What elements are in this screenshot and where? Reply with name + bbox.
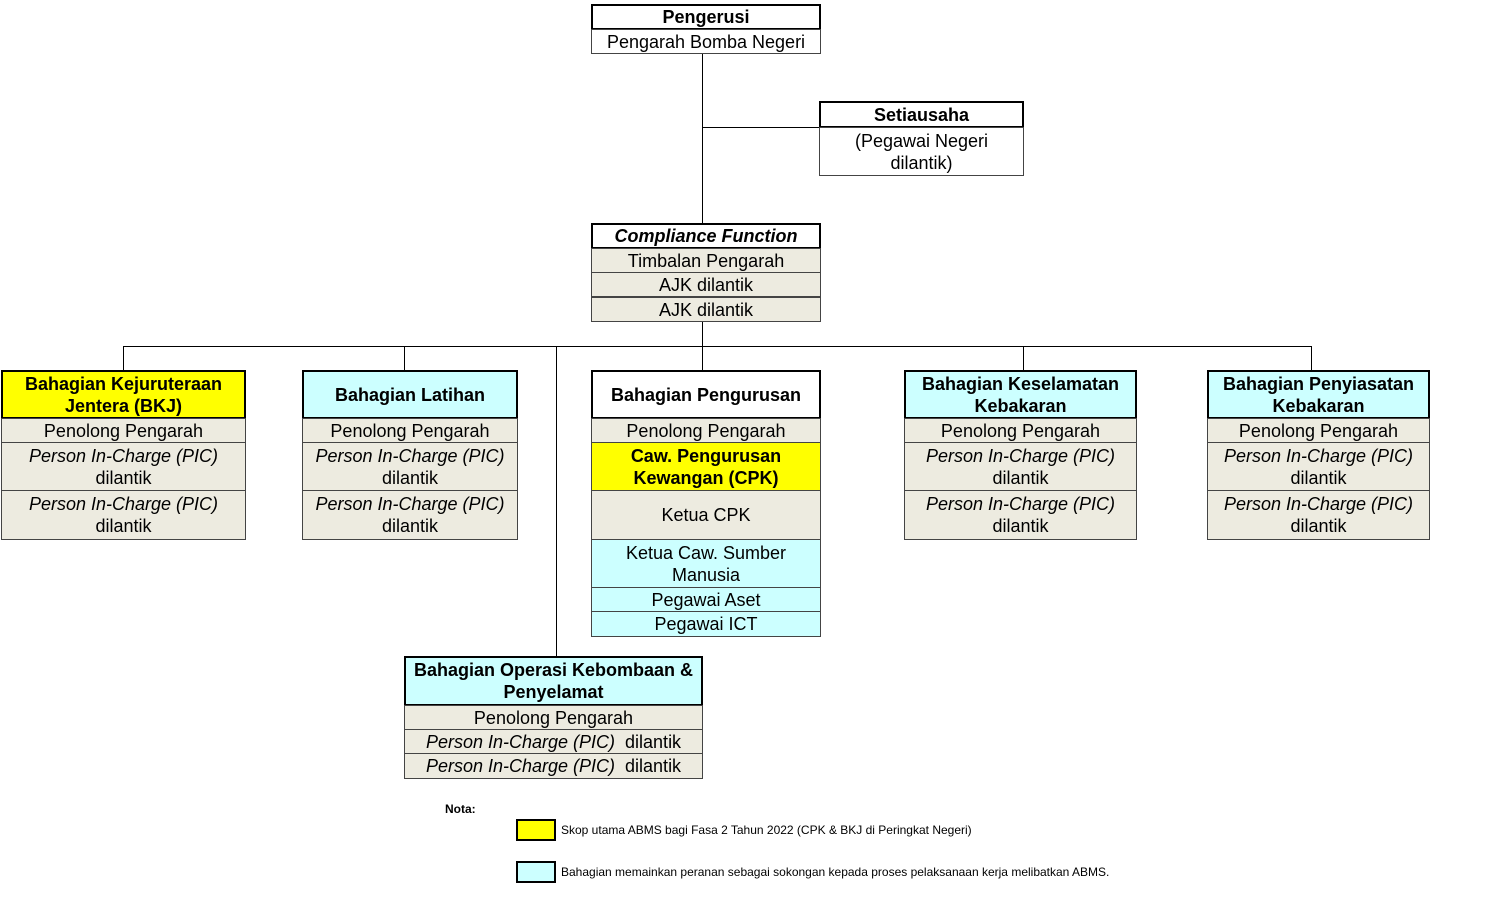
secretary-desc: (Pegawai Negeri dilantik) — [819, 127, 1024, 176]
legend-cyan-text: Bahagian memainkan peranan sebagai sokon… — [561, 865, 1110, 879]
pengurusan-title: Bahagian Pengurusan — [591, 370, 821, 419]
chair-name: Pengarah Bomba Negeri — [591, 29, 821, 54]
dilantik-label: dilantik — [381, 467, 439, 488]
bkj-row-penolong: Penolong Pengarah — [1, 418, 246, 443]
pic-label: Person In-Charge (PIC) — [315, 494, 505, 514]
operasi-title: Bahagian Operasi Kebombaan & Penyelamat — [404, 656, 703, 706]
keselamatan-row-pic-1: Person In-Charge (PIC) dilantik — [904, 442, 1137, 491]
dilantik-label: dilantik — [992, 467, 1049, 488]
connector-keselamatan — [1023, 346, 1024, 371]
dilantik-label: dilantik — [625, 731, 682, 752]
keselamatan-title: Bahagian Keselamatan Kebakaran — [904, 370, 1137, 419]
legend-cyan-swatch — [516, 861, 556, 883]
compliance-title: Compliance Function — [591, 223, 821, 249]
nota-label: Nota: — [445, 802, 476, 816]
penyiasatan-row-pic-2: Person In-Charge (PIC) dilantik — [1207, 490, 1430, 540]
connector-compliance-down — [702, 322, 703, 372]
compliance-row-2: AJK dilantik — [591, 272, 821, 297]
operasi-row-penolong: Penolong Pengarah — [404, 705, 703, 730]
latihan-row-pic-2: Person In-Charge (PIC) dilantik — [302, 490, 518, 540]
penyiasatan-row-penolong: Penolong Pengarah — [1207, 418, 1430, 443]
bkj-row-pic-2: Person In-Charge (PIC) dilantik — [1, 490, 246, 540]
pengurusan-row-cpk: Caw. Pengurusan Kewangan (CPK) — [591, 442, 821, 491]
pengurusan-row-ketua-sm: Ketua Caw. Sumber Manusia — [591, 539, 821, 588]
legend-yellow-swatch — [516, 819, 556, 841]
connector-to-secretary — [702, 127, 820, 128]
pic-label: Person In-Charge (PIC) — [28, 494, 219, 514]
penyiasatan-row-pic-1: Person In-Charge (PIC) dilantik — [1207, 442, 1430, 491]
latihan-title: Bahagian Latihan — [302, 370, 518, 419]
dilantik-label: dilantik — [381, 516, 439, 536]
bkj-row-pic-1: Person In-Charge (PIC) dilantik — [1, 442, 246, 491]
keselamatan-row-penolong: Penolong Pengarah — [904, 418, 1137, 443]
connector-chair-to-compliance — [702, 53, 703, 224]
bkj-title: Bahagian Kejuruteraan Jentera (BKJ) — [1, 370, 246, 419]
chair-title: Pengerusi — [591, 4, 821, 30]
pengurusan-row-aset: Pegawai Aset — [591, 587, 821, 612]
pengurusan-row-penolong: Penolong Pengarah — [591, 418, 821, 443]
pic-label: Person In-Charge (PIC) — [925, 494, 1116, 514]
pic-label: Person In-Charge (PIC) — [28, 445, 219, 466]
pic-label: Person In-Charge (PIC) — [425, 756, 616, 776]
dilantik-label: dilantik — [1290, 516, 1347, 536]
pic-label: Person In-Charge (PIC) — [925, 445, 1116, 466]
connector-penyiasatan — [1311, 346, 1312, 371]
operasi-row-pic-1: Person In-Charge (PIC) dilantik — [404, 729, 703, 754]
dilantik-label: dilantik — [95, 516, 152, 536]
pengurusan-row-ketua-cpk: Ketua CPK — [591, 490, 821, 540]
penyiasatan-title: Bahagian Penyiasatan Kebakaran — [1207, 370, 1430, 419]
secretary-title: Setiausaha — [819, 101, 1024, 128]
legend-yellow-text: Skop utama ABMS bagi Fasa 2 Tahun 2022 (… — [561, 823, 972, 837]
connector-horizontal-bus — [123, 346, 1312, 347]
latihan-row-pic-1: Person In-Charge (PIC) dilantik — [302, 442, 518, 491]
pic-label: Person In-Charge (PIC) — [315, 445, 505, 466]
latihan-row-penolong: Penolong Pengarah — [302, 418, 518, 443]
compliance-row-3: AJK dilantik — [591, 297, 821, 322]
connector-bkj — [123, 346, 124, 371]
pic-label: Person In-Charge (PIC) — [1223, 494, 1414, 514]
pengurusan-row-ict: Pegawai ICT — [591, 611, 821, 637]
operasi-row-pic-2: Person In-Charge (PIC) dilantik — [404, 753, 703, 779]
dilantik-label: dilantik — [992, 516, 1049, 536]
pic-label: Person In-Charge (PIC) — [1223, 445, 1414, 466]
dilantik-label: dilantik — [95, 467, 152, 488]
connector-operasi — [556, 346, 557, 657]
dilantik-label: dilantik — [625, 756, 682, 776]
connector-latihan — [404, 346, 405, 371]
compliance-row-1: Timbalan Pengarah — [591, 248, 821, 273]
dilantik-label: dilantik — [1290, 467, 1347, 488]
keselamatan-row-pic-2: Person In-Charge (PIC) dilantik — [904, 490, 1137, 540]
pic-label: Person In-Charge (PIC) — [425, 731, 616, 752]
